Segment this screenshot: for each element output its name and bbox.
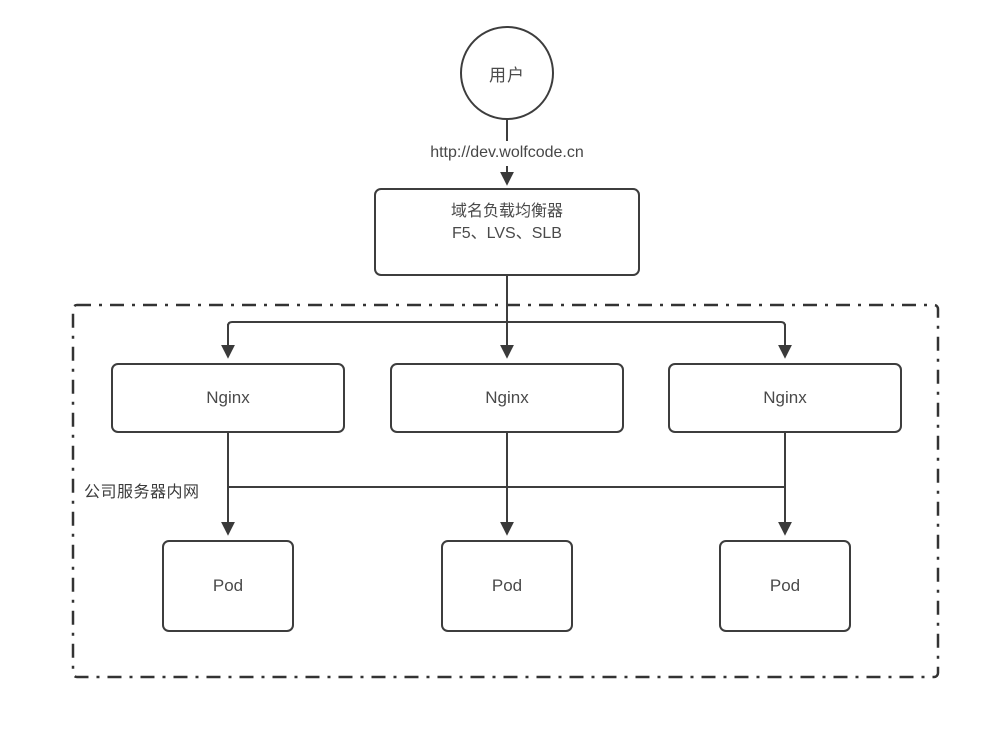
branch-line bbox=[227, 321, 786, 327]
nginx-node-3: Nginx bbox=[668, 363, 902, 433]
load-balancer-title: 域名负载均衡器 bbox=[450, 203, 563, 220]
intranet-boundary bbox=[71, 303, 940, 679]
pod-node-label: Pod bbox=[491, 576, 523, 595]
request-url-label: http://dev.wolfcode.cn bbox=[430, 144, 584, 161]
pod-node-2: Pod bbox=[441, 540, 573, 632]
load-balancer-node: 域名负载均衡器 F5、LVS、SLB bbox=[374, 188, 640, 276]
pod-node-label: Pod bbox=[769, 576, 801, 595]
nginx-node-2: Nginx bbox=[390, 363, 624, 433]
pod-node-1: Pod bbox=[162, 540, 294, 632]
nginx-node-label: Nginx bbox=[763, 388, 807, 407]
nginx-node-label: Nginx bbox=[485, 388, 529, 407]
pod-node-3: Pod bbox=[719, 540, 851, 632]
pod-node-label: Pod bbox=[212, 576, 244, 595]
load-balancer-products: F5、LVS、SLB bbox=[452, 225, 562, 242]
nginx-node-1: Nginx bbox=[111, 363, 345, 433]
nginx-node-label: Nginx bbox=[206, 388, 250, 407]
user-node: 用户 bbox=[460, 26, 554, 120]
intranet-label: 公司服务器内网 bbox=[84, 484, 200, 501]
user-node-label: 用户 bbox=[489, 65, 525, 85]
